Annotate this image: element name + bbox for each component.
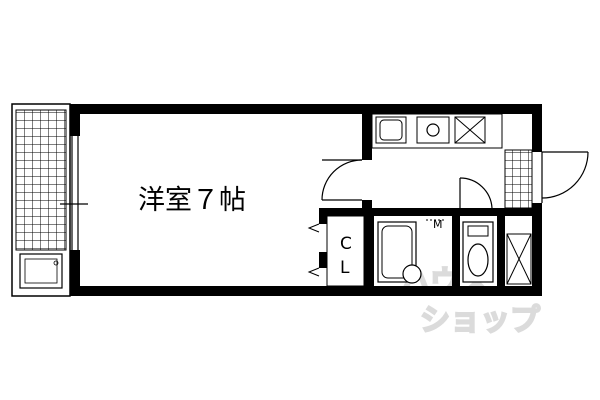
room-label: 洋室７帖 (138, 185, 246, 216)
closet-label-l: L (340, 258, 350, 278)
closet-door-marker-bottom (307, 267, 320, 277)
bathtub (377, 221, 422, 284)
stove (416, 116, 450, 144)
washing-machine-drain (402, 264, 422, 284)
kitchen (371, 113, 503, 149)
closet-door-marker-top (307, 223, 320, 233)
room-door[interactable] (321, 159, 363, 201)
exterior-walls (70, 104, 542, 296)
balcony-grid-floor (15, 109, 67, 251)
balcony-sliding-window (60, 136, 88, 250)
front-door[interactable] (541, 151, 589, 203)
toilet (462, 221, 494, 283)
toilet-tank (467, 225, 489, 237)
closet: C L (307, 215, 365, 287)
meter-mark: M (433, 218, 443, 231)
entrance-tile-floor (504, 149, 533, 209)
watermark-line2: ショップ (420, 303, 541, 338)
toilet-bowl (467, 243, 489, 277)
outdoor-ac-unit (19, 253, 63, 289)
pipe-space (506, 233, 532, 285)
bathroom-door[interactable] (459, 177, 493, 209)
closet-label-c: C (340, 234, 352, 254)
balcony (11, 103, 71, 297)
interior-walls (319, 114, 542, 296)
stove-burner (426, 123, 440, 137)
